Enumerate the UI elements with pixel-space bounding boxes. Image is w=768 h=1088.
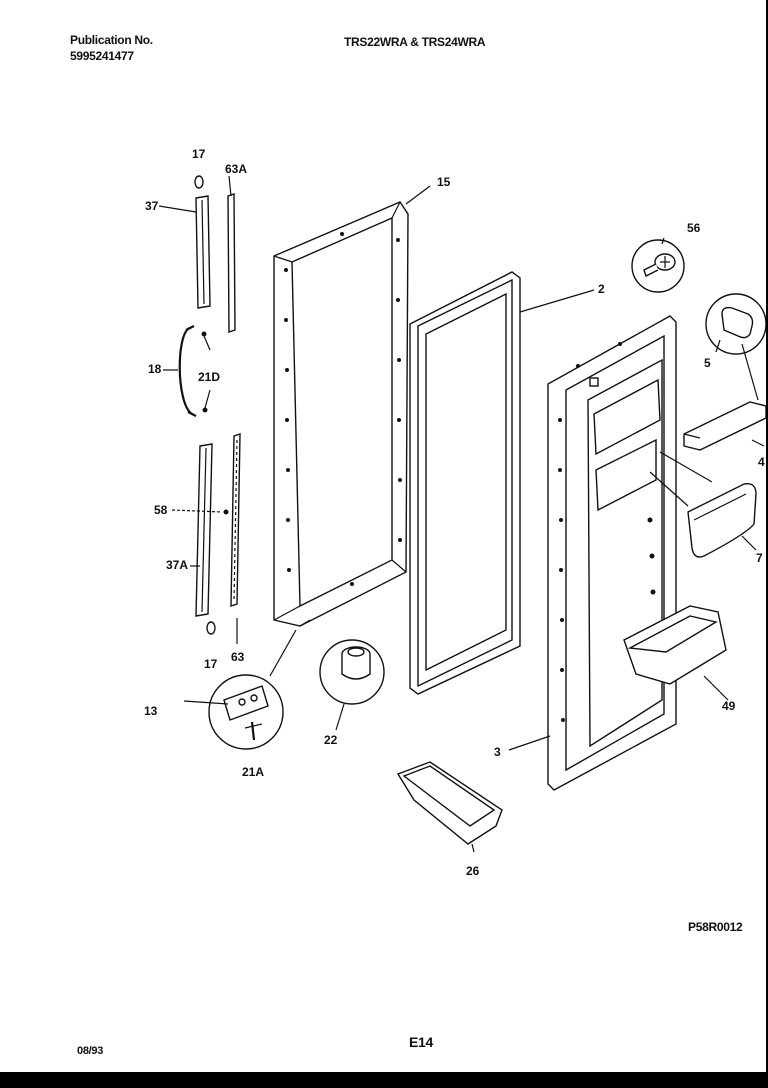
part-56-screw-inset: [631, 239, 685, 293]
callout-7: 7: [756, 551, 763, 565]
part-63a-gasket-strip: [227, 193, 236, 333]
callout-17-bottom: 17: [204, 657, 218, 671]
callout-56: 56: [687, 221, 701, 235]
callout-58: 58: [154, 503, 168, 517]
callout-4: 4: [758, 455, 765, 469]
part-22-shelf-stud-inset: [319, 639, 385, 705]
callout-26: 26: [466, 864, 480, 878]
callout-13: 13: [144, 704, 158, 718]
part-15-door-frame: [273, 201, 409, 627]
callout-18: 18: [148, 362, 162, 376]
callout-3: 3: [494, 745, 501, 759]
part-3-door-liner: [547, 315, 677, 791]
part-37a-trim-strip: [195, 443, 213, 617]
callout-37: 37: [145, 199, 159, 213]
callout-17-top: 17: [192, 147, 206, 161]
part-17-top-cap: [194, 175, 204, 189]
page-number: E14: [409, 1034, 434, 1050]
callout-21d: 21D: [198, 370, 220, 384]
part-7-dairy-door: [687, 483, 757, 558]
callout-5: 5: [704, 356, 711, 370]
callout-21a: 21A: [242, 765, 264, 779]
leader-lines: [158, 175, 765, 853]
model-numbers: TRS22WRA & TRS24WRA: [344, 35, 486, 49]
publication-label: Publication No.: [70, 33, 153, 47]
part-4-shelf-bar: [683, 401, 766, 451]
callout-2: 2: [598, 282, 605, 296]
callout-15: 15: [437, 175, 451, 189]
part-37-trim-strip: [195, 195, 211, 309]
publication-number: 5995241477: [70, 49, 134, 63]
part-2-door-gasket: [409, 271, 521, 695]
part-13-hinge-inset: [208, 674, 284, 750]
callout-63: 63: [231, 650, 245, 664]
part-63-gasket-strip: [230, 433, 241, 607]
part-26-tray: [396, 761, 503, 845]
revision-date: 08/93: [77, 1045, 104, 1057]
part-58-screw-small: [223, 509, 229, 515]
part-17-bottom-cap: [206, 621, 216, 635]
callout-22: 22: [324, 733, 338, 747]
callout-37a: 37A: [166, 558, 188, 572]
diagram-code: P58R0012: [688, 920, 743, 934]
callout-63a: 63A: [225, 162, 247, 176]
part-5-clip-inset: [705, 293, 766, 355]
part-49-door-bin: [623, 605, 727, 685]
callout-49: 49: [722, 699, 736, 713]
part-18-door-handle: [178, 325, 208, 417]
